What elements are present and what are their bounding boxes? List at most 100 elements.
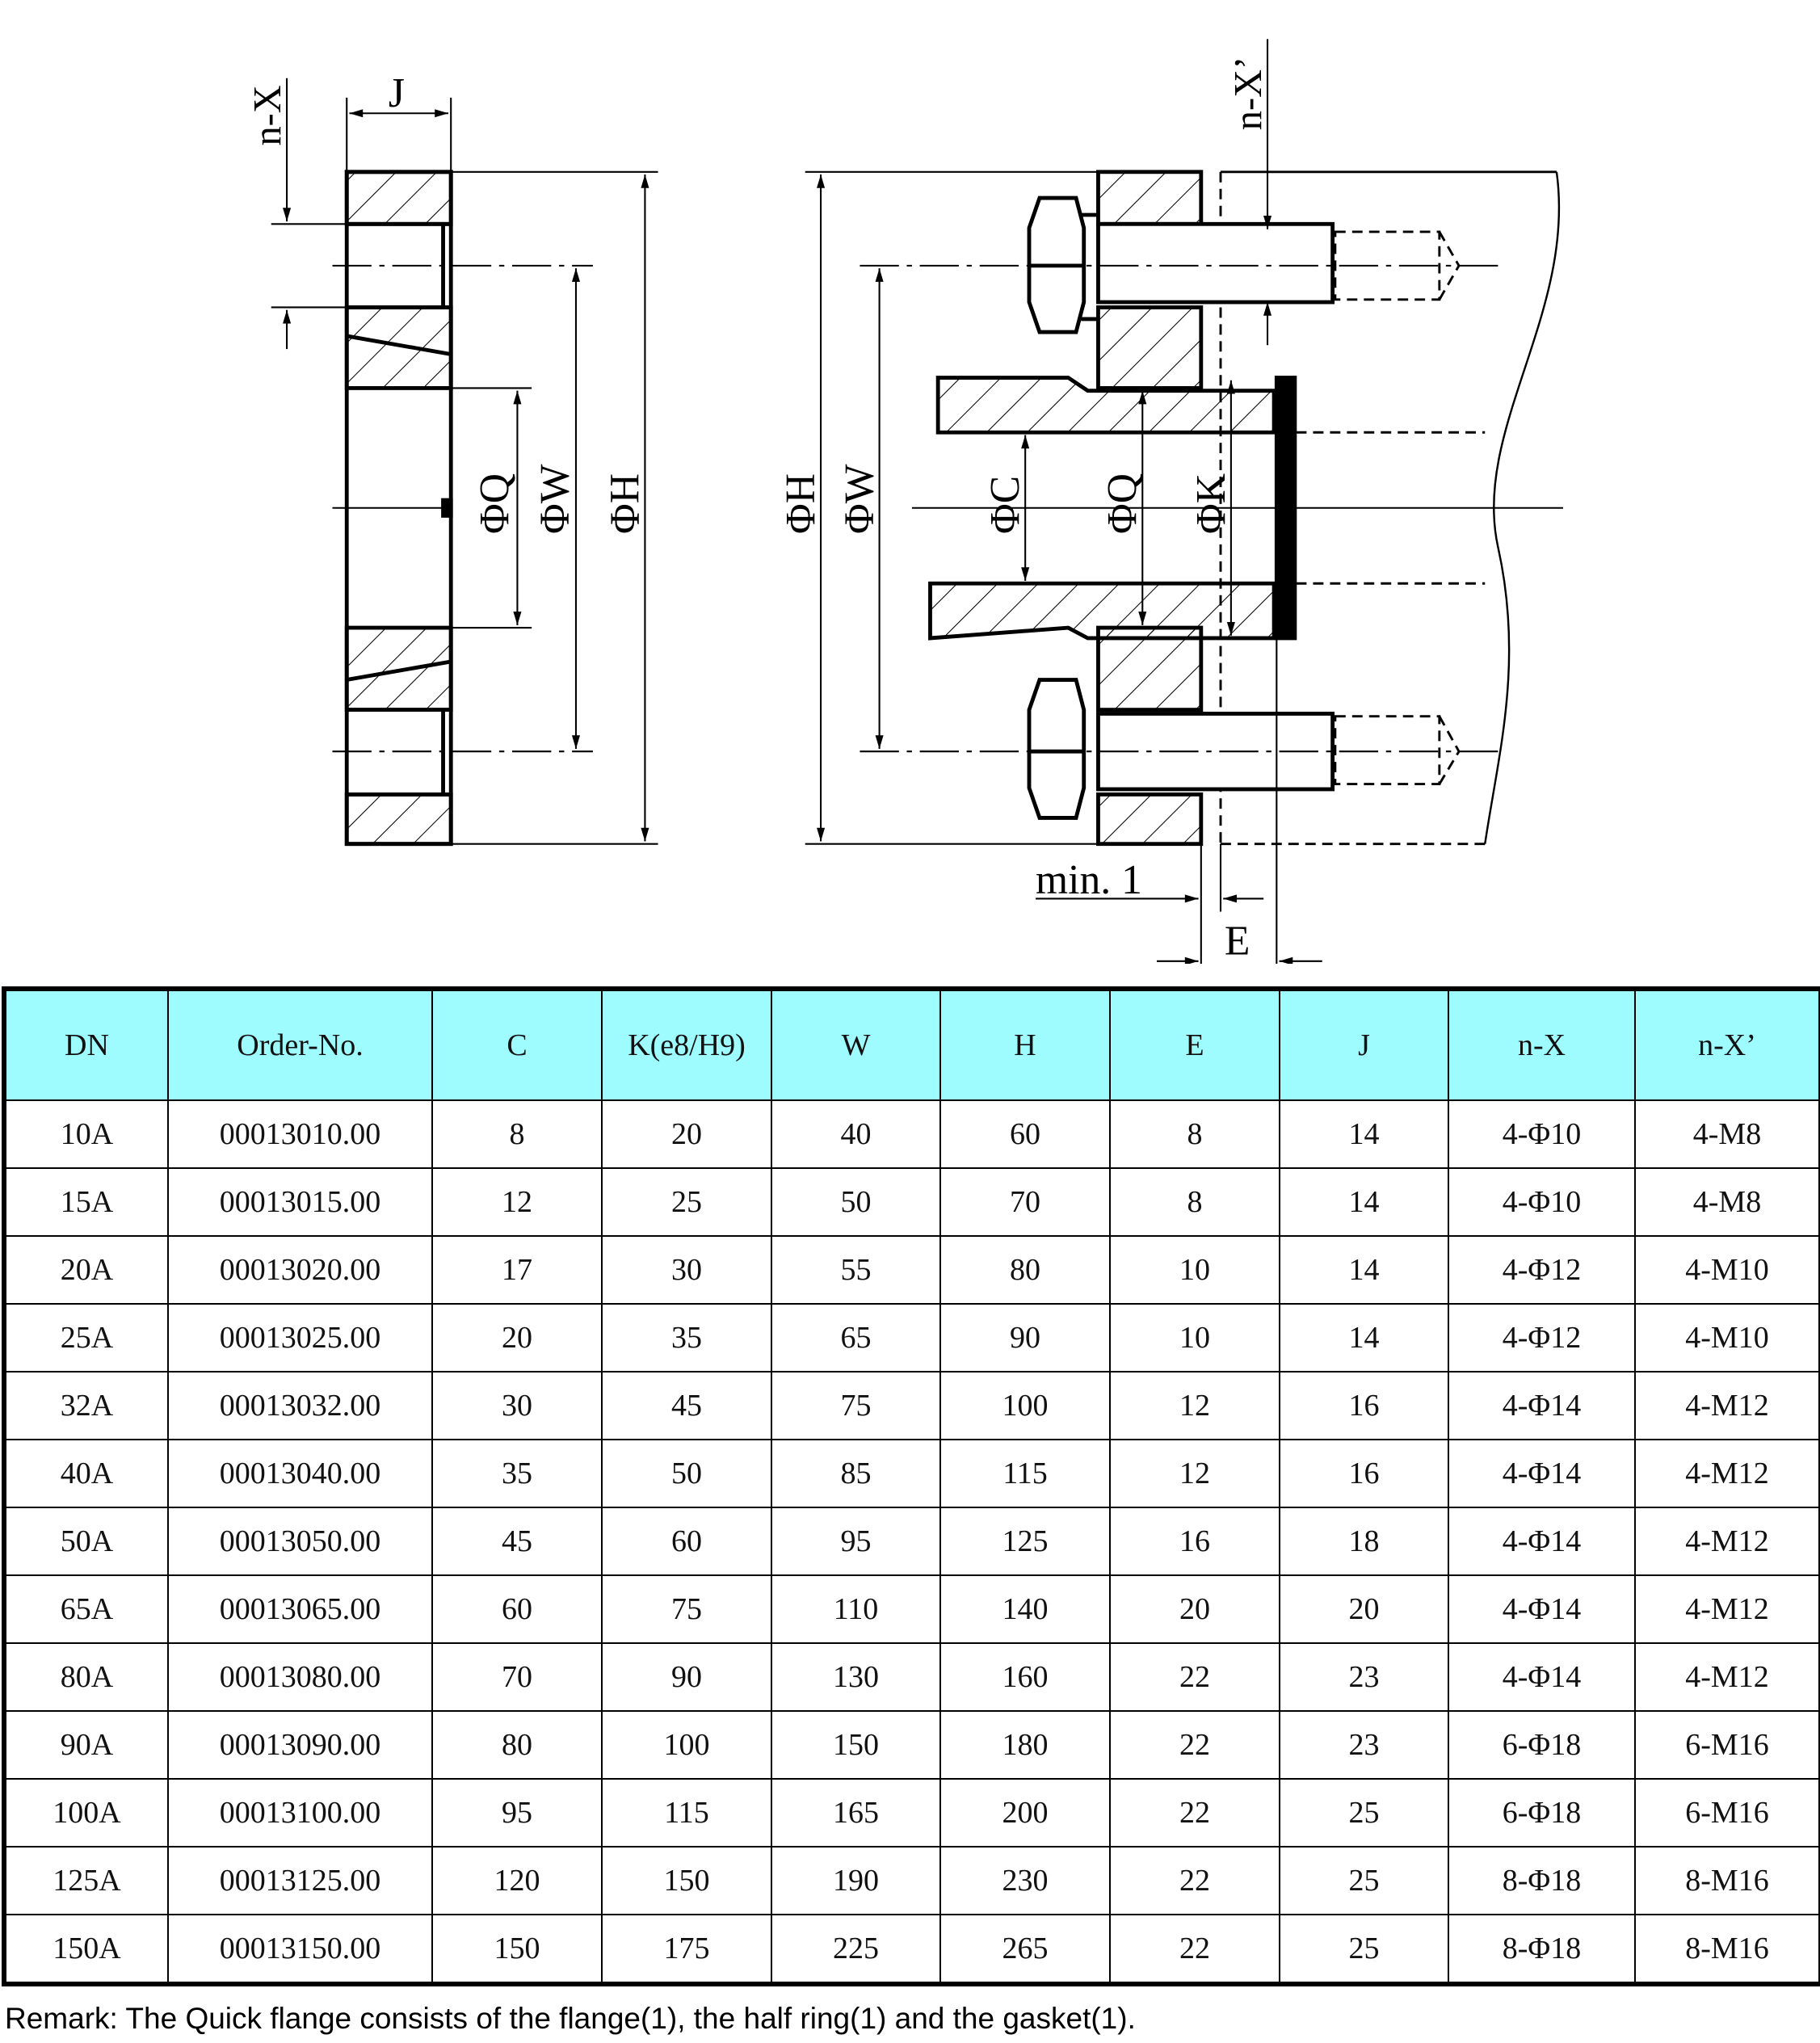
table-cell: 00013080.00 — [167, 1642, 433, 1712]
table-cell: 4-Φ14 — [1448, 1642, 1636, 1712]
table-cell: 4-M8 — [1634, 1099, 1820, 1169]
table-cell: 12 — [1109, 1439, 1280, 1508]
table-cell: 125A — [3, 1846, 169, 1915]
table-cell: 16 — [1279, 1371, 1449, 1440]
label-left-nx: n-X — [246, 85, 289, 145]
label-right-c: ΦC — [982, 476, 1028, 534]
table-cell: 4-M8 — [1634, 1167, 1820, 1237]
table-cell: 100 — [939, 1371, 1111, 1440]
table-cell: 6-Φ18 — [1448, 1778, 1636, 1848]
table-cell: 8-Φ18 — [1448, 1846, 1636, 1915]
table-cell: 20 — [1109, 1574, 1280, 1644]
table-cell: 35 — [601, 1303, 772, 1373]
table-cell: 50 — [601, 1439, 772, 1508]
table-cell: 30 — [601, 1235, 772, 1305]
right-dimension-lines — [805, 39, 1563, 964]
table-cell: 55 — [771, 1235, 941, 1305]
table-cell: 115 — [601, 1778, 772, 1848]
table-cell: 00013032.00 — [167, 1371, 433, 1440]
table-cell: 10 — [1109, 1235, 1280, 1305]
table-cell: 190 — [771, 1846, 941, 1915]
table-cell: 25A — [3, 1303, 169, 1373]
table-cell: 150A — [3, 1914, 169, 1985]
table-cell: 00013040.00 — [167, 1439, 433, 1508]
table-cell: 4-M10 — [1634, 1303, 1820, 1373]
table-cell: 00013025.00 — [167, 1303, 433, 1373]
column-header: Order-No. — [167, 988, 433, 1101]
table-cell: 23 — [1279, 1642, 1449, 1712]
table-cell: 12 — [431, 1167, 603, 1237]
table-cell: 00013125.00 — [167, 1846, 433, 1915]
label-left-j: J — [389, 70, 405, 116]
table-cell: 00013150.00 — [167, 1914, 433, 1985]
label-left-w: ΦW — [532, 464, 578, 534]
table-cell: 16 — [1109, 1507, 1280, 1576]
table-cell: 115 — [939, 1439, 1111, 1508]
table-cell: 6-M16 — [1634, 1778, 1820, 1848]
table-cell: 00013050.00 — [167, 1507, 433, 1576]
table-cell: 225 — [771, 1914, 941, 1985]
table-cell: 18 — [1279, 1507, 1449, 1576]
table-cell: 25 — [1279, 1914, 1449, 1985]
table-cell: 4-M12 — [1634, 1507, 1820, 1576]
table-cell: 75 — [771, 1371, 941, 1440]
table-cell: 20 — [431, 1303, 603, 1373]
label-left-h: ΦH — [602, 473, 648, 534]
label-right-w: ΦW — [837, 464, 883, 534]
label-right-h: ΦH — [778, 473, 824, 534]
table-cell: 95 — [771, 1507, 941, 1576]
column-header: E — [1109, 988, 1280, 1101]
table-cell: 8 — [1109, 1167, 1280, 1237]
remark-text: Remark: The Quick flange consists of the… — [5, 2002, 1136, 2035]
table-cell: 32A — [3, 1371, 169, 1440]
table-cell: 50 — [771, 1167, 941, 1237]
table-cell: 6-Φ18 — [1448, 1710, 1636, 1780]
table-cell: 95 — [431, 1778, 603, 1848]
table-cell: 8-Φ18 — [1448, 1914, 1636, 1985]
table-cell: 230 — [939, 1846, 1111, 1915]
table-cell: 65 — [771, 1303, 941, 1373]
table-cell: 110 — [771, 1574, 941, 1644]
column-header: K(e8/H9) — [601, 988, 772, 1101]
table-cell: 4-M12 — [1634, 1439, 1820, 1508]
table-cell: 265 — [939, 1914, 1111, 1985]
table-cell: 25 — [1279, 1846, 1449, 1915]
table-cell: 6-M16 — [1634, 1710, 1820, 1780]
table-cell: 4-M10 — [1634, 1235, 1820, 1305]
table-cell: 180 — [939, 1710, 1111, 1780]
table-cell: 00013010.00 — [167, 1099, 433, 1169]
table-cell: 4-Φ10 — [1448, 1167, 1636, 1237]
table-cell: 00013020.00 — [167, 1235, 433, 1305]
table-cell: 45 — [431, 1507, 603, 1576]
column-header: H — [939, 988, 1111, 1101]
column-header: C — [431, 988, 603, 1101]
table-cell: 8 — [431, 1099, 603, 1169]
table-cell: 30 — [431, 1371, 603, 1440]
table-cell: 140 — [939, 1574, 1111, 1644]
table-cell: 4-Φ14 — [1448, 1507, 1636, 1576]
table-cell: 40A — [3, 1439, 169, 1508]
table-cell: 70 — [939, 1167, 1111, 1237]
column-header: n-X — [1448, 988, 1636, 1101]
label-min: min. 1 — [1036, 857, 1142, 903]
table-cell: 4-Φ14 — [1448, 1574, 1636, 1644]
table-cell: 17 — [431, 1235, 603, 1305]
table-cell: 175 — [601, 1914, 772, 1985]
table-cell: 200 — [939, 1778, 1111, 1848]
table-cell: 80A — [3, 1642, 169, 1712]
left-dimension-lines — [271, 78, 658, 845]
table-cell: 22 — [1109, 1642, 1280, 1712]
table-cell: 14 — [1279, 1099, 1449, 1169]
table-cell: 22 — [1109, 1914, 1280, 1985]
column-header: J — [1279, 988, 1449, 1101]
